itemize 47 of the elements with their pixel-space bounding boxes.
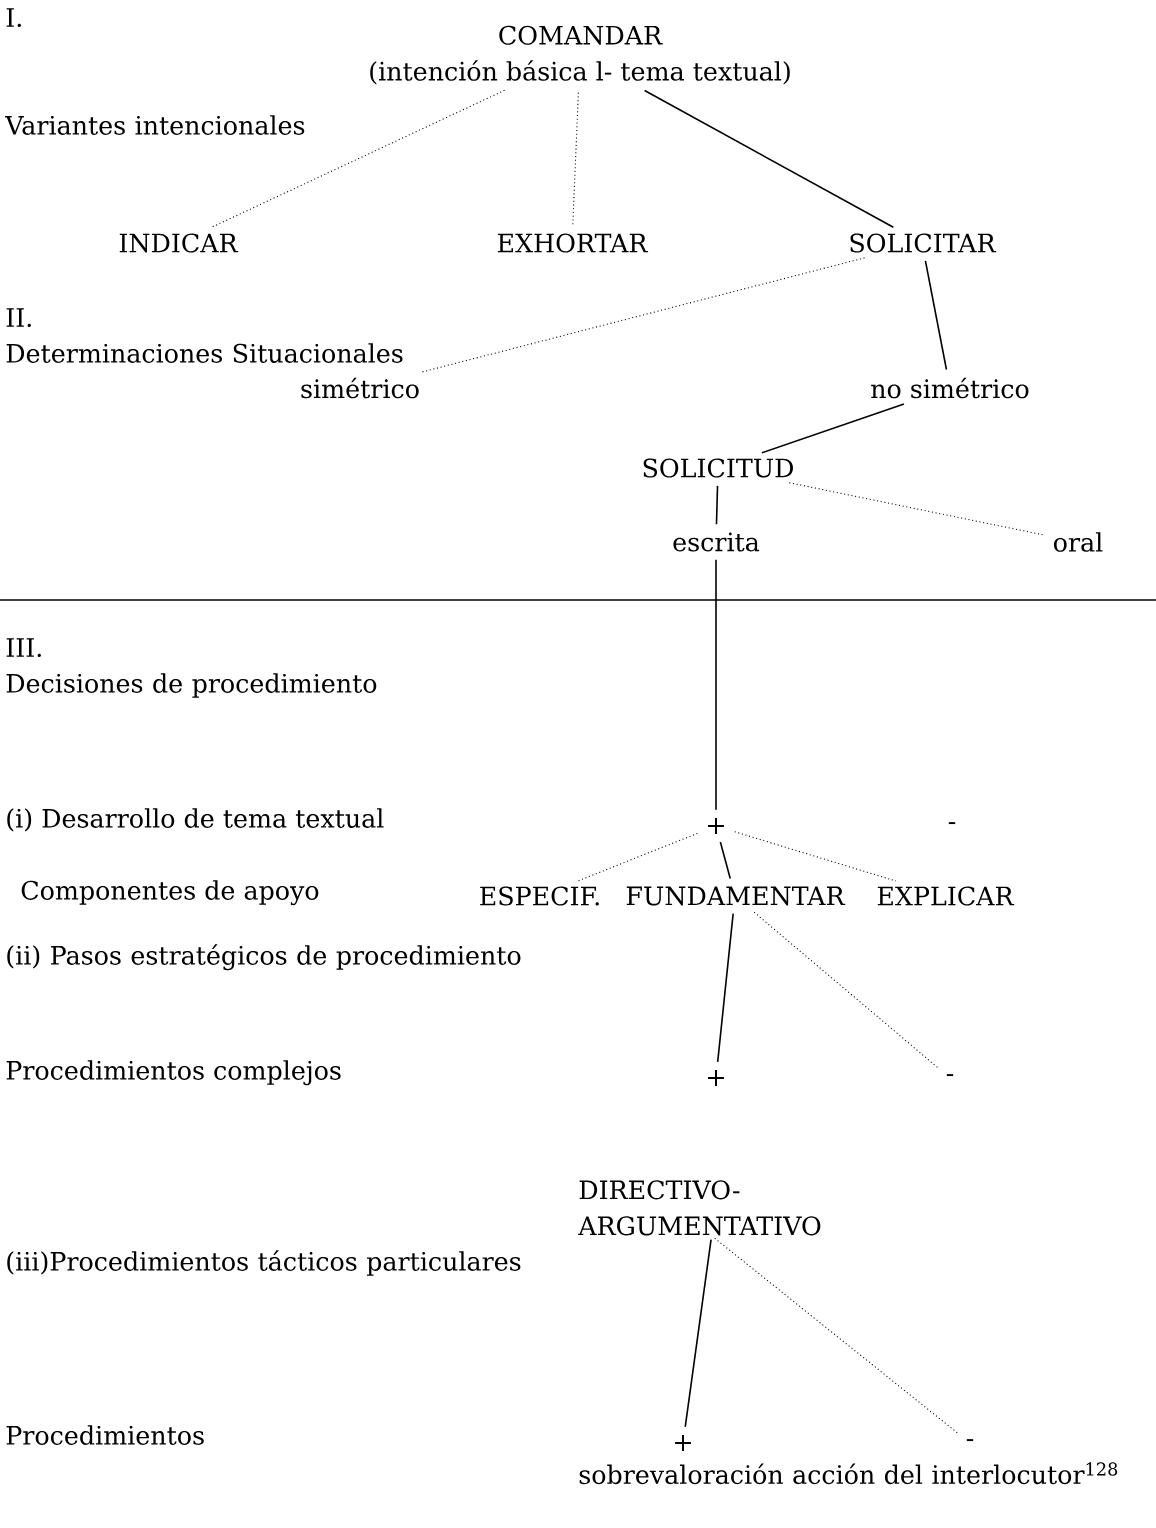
tree-label: simétrico [301,377,419,399]
tree-label: no simétrico [871,377,1029,399]
connector-line [761,403,905,454]
connector-line [719,841,732,880]
connector-line [684,1238,712,1428]
connector-line [753,911,939,1069]
connector-line [714,1237,959,1435]
tree-label: INDICAR [119,233,239,253]
note-text: sobrevaloración acción del interlocutor$^{128}$ [579,1462,1118,1485]
tree-label: + [708,1070,724,1086]
connector-line [924,260,948,371]
tree-label: escrita [673,532,760,552]
tree-label: + [708,818,724,834]
tree-label: EXPLICAR [877,886,1015,906]
section-label: III. [6,638,41,658]
connector-line [716,912,734,1063]
connector-line [578,832,698,882]
tree-label: FUNDAMENTAR [626,886,846,906]
tree-label: SOLICITUD [643,458,793,478]
connector-line [419,257,866,373]
connector-line [734,831,897,882]
tree-label: - [946,1074,954,1077]
section-label: Decisiones de procedimiento [6,673,377,698]
section-label: II. [6,308,31,328]
section-label: Procedimientos [6,1425,204,1445]
section-label: I. [6,8,21,28]
connector-line [788,482,1046,536]
tree-label: - [948,822,956,825]
section-label: Determinaciones Situacionales [6,343,403,363]
tree-label: oral [1053,532,1103,552]
section-label: (iii)Procedimientos tácticos particulares [7,1250,521,1276]
section-label: Componentes de apoyo [21,880,319,906]
section-label: (i) Desarrollo de tema textual [7,808,384,832]
tree-label: SOLICITAR [850,233,997,253]
tree-label: DIRECTIVO- ARGUMENTATIVO [578,1180,821,1236]
section-label: (ii) Pasos estratégicos de procedimiento [7,944,521,971]
connector-line [715,559,717,811]
tree-label: ESPECIF. [480,886,599,906]
tree-label: + [675,1435,691,1451]
tree-label: EXHORTAR [497,233,649,253]
connector-line [715,485,719,526]
connector-line [643,89,895,229]
tree-label: - [966,1439,974,1442]
tree-label: COMANDAR (intención básica l- tema textual) [370,25,790,85]
connector-line [210,89,506,228]
section-label: Variantes intencionales [5,115,305,135]
section-label: Procedimientos complejos [6,1060,341,1086]
